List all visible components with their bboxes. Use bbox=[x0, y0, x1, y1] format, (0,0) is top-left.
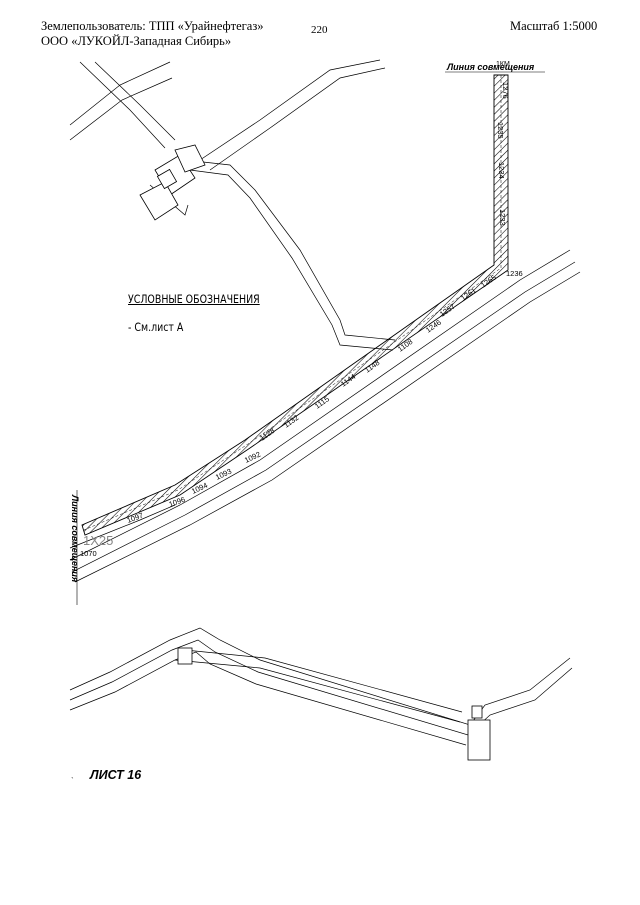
main-road bbox=[69, 249, 581, 583]
legend-title: УСЛОВНЫЕ ОБОЗНАЧЕНИЯ bbox=[128, 292, 260, 306]
picket-label: 1235 bbox=[496, 122, 505, 139]
left-corridor-label: 1Х25 bbox=[83, 533, 113, 548]
picket-label: 1234 bbox=[497, 162, 506, 179]
junction-line-left: Линия совмещения bbox=[70, 494, 80, 583]
picket-label: 1092 bbox=[243, 450, 262, 465]
picket-label: 1233 bbox=[498, 209, 507, 226]
junction-line-top: Линия совмещения bbox=[446, 62, 535, 72]
corridor-start-mark: 1КМ bbox=[496, 61, 510, 68]
pipeline-corridor bbox=[81, 74, 509, 536]
facility-block bbox=[139, 144, 206, 221]
picket-label: 1276 bbox=[501, 82, 510, 99]
corner-mark: ` bbox=[71, 776, 74, 785]
scale-text: Масштаб 1:5000 bbox=[510, 19, 598, 33]
legend-item: - См.лист А bbox=[128, 320, 184, 334]
left-point-number: 1070 bbox=[80, 549, 97, 558]
lower-road bbox=[69, 627, 573, 746]
sheet-label: ЛИСТ 16 bbox=[90, 768, 142, 782]
road-lines bbox=[69, 59, 396, 351]
land-user-text: Землепользователь: ТПП «Урайнефтегаз» bbox=[41, 19, 264, 33]
lower-facilities bbox=[177, 647, 491, 761]
company-text: ООО «ЛУКОЙЛ-Западная Сибирь» bbox=[41, 34, 232, 48]
picket-label: 1236 bbox=[506, 269, 523, 278]
page-number: 220 bbox=[311, 24, 328, 36]
